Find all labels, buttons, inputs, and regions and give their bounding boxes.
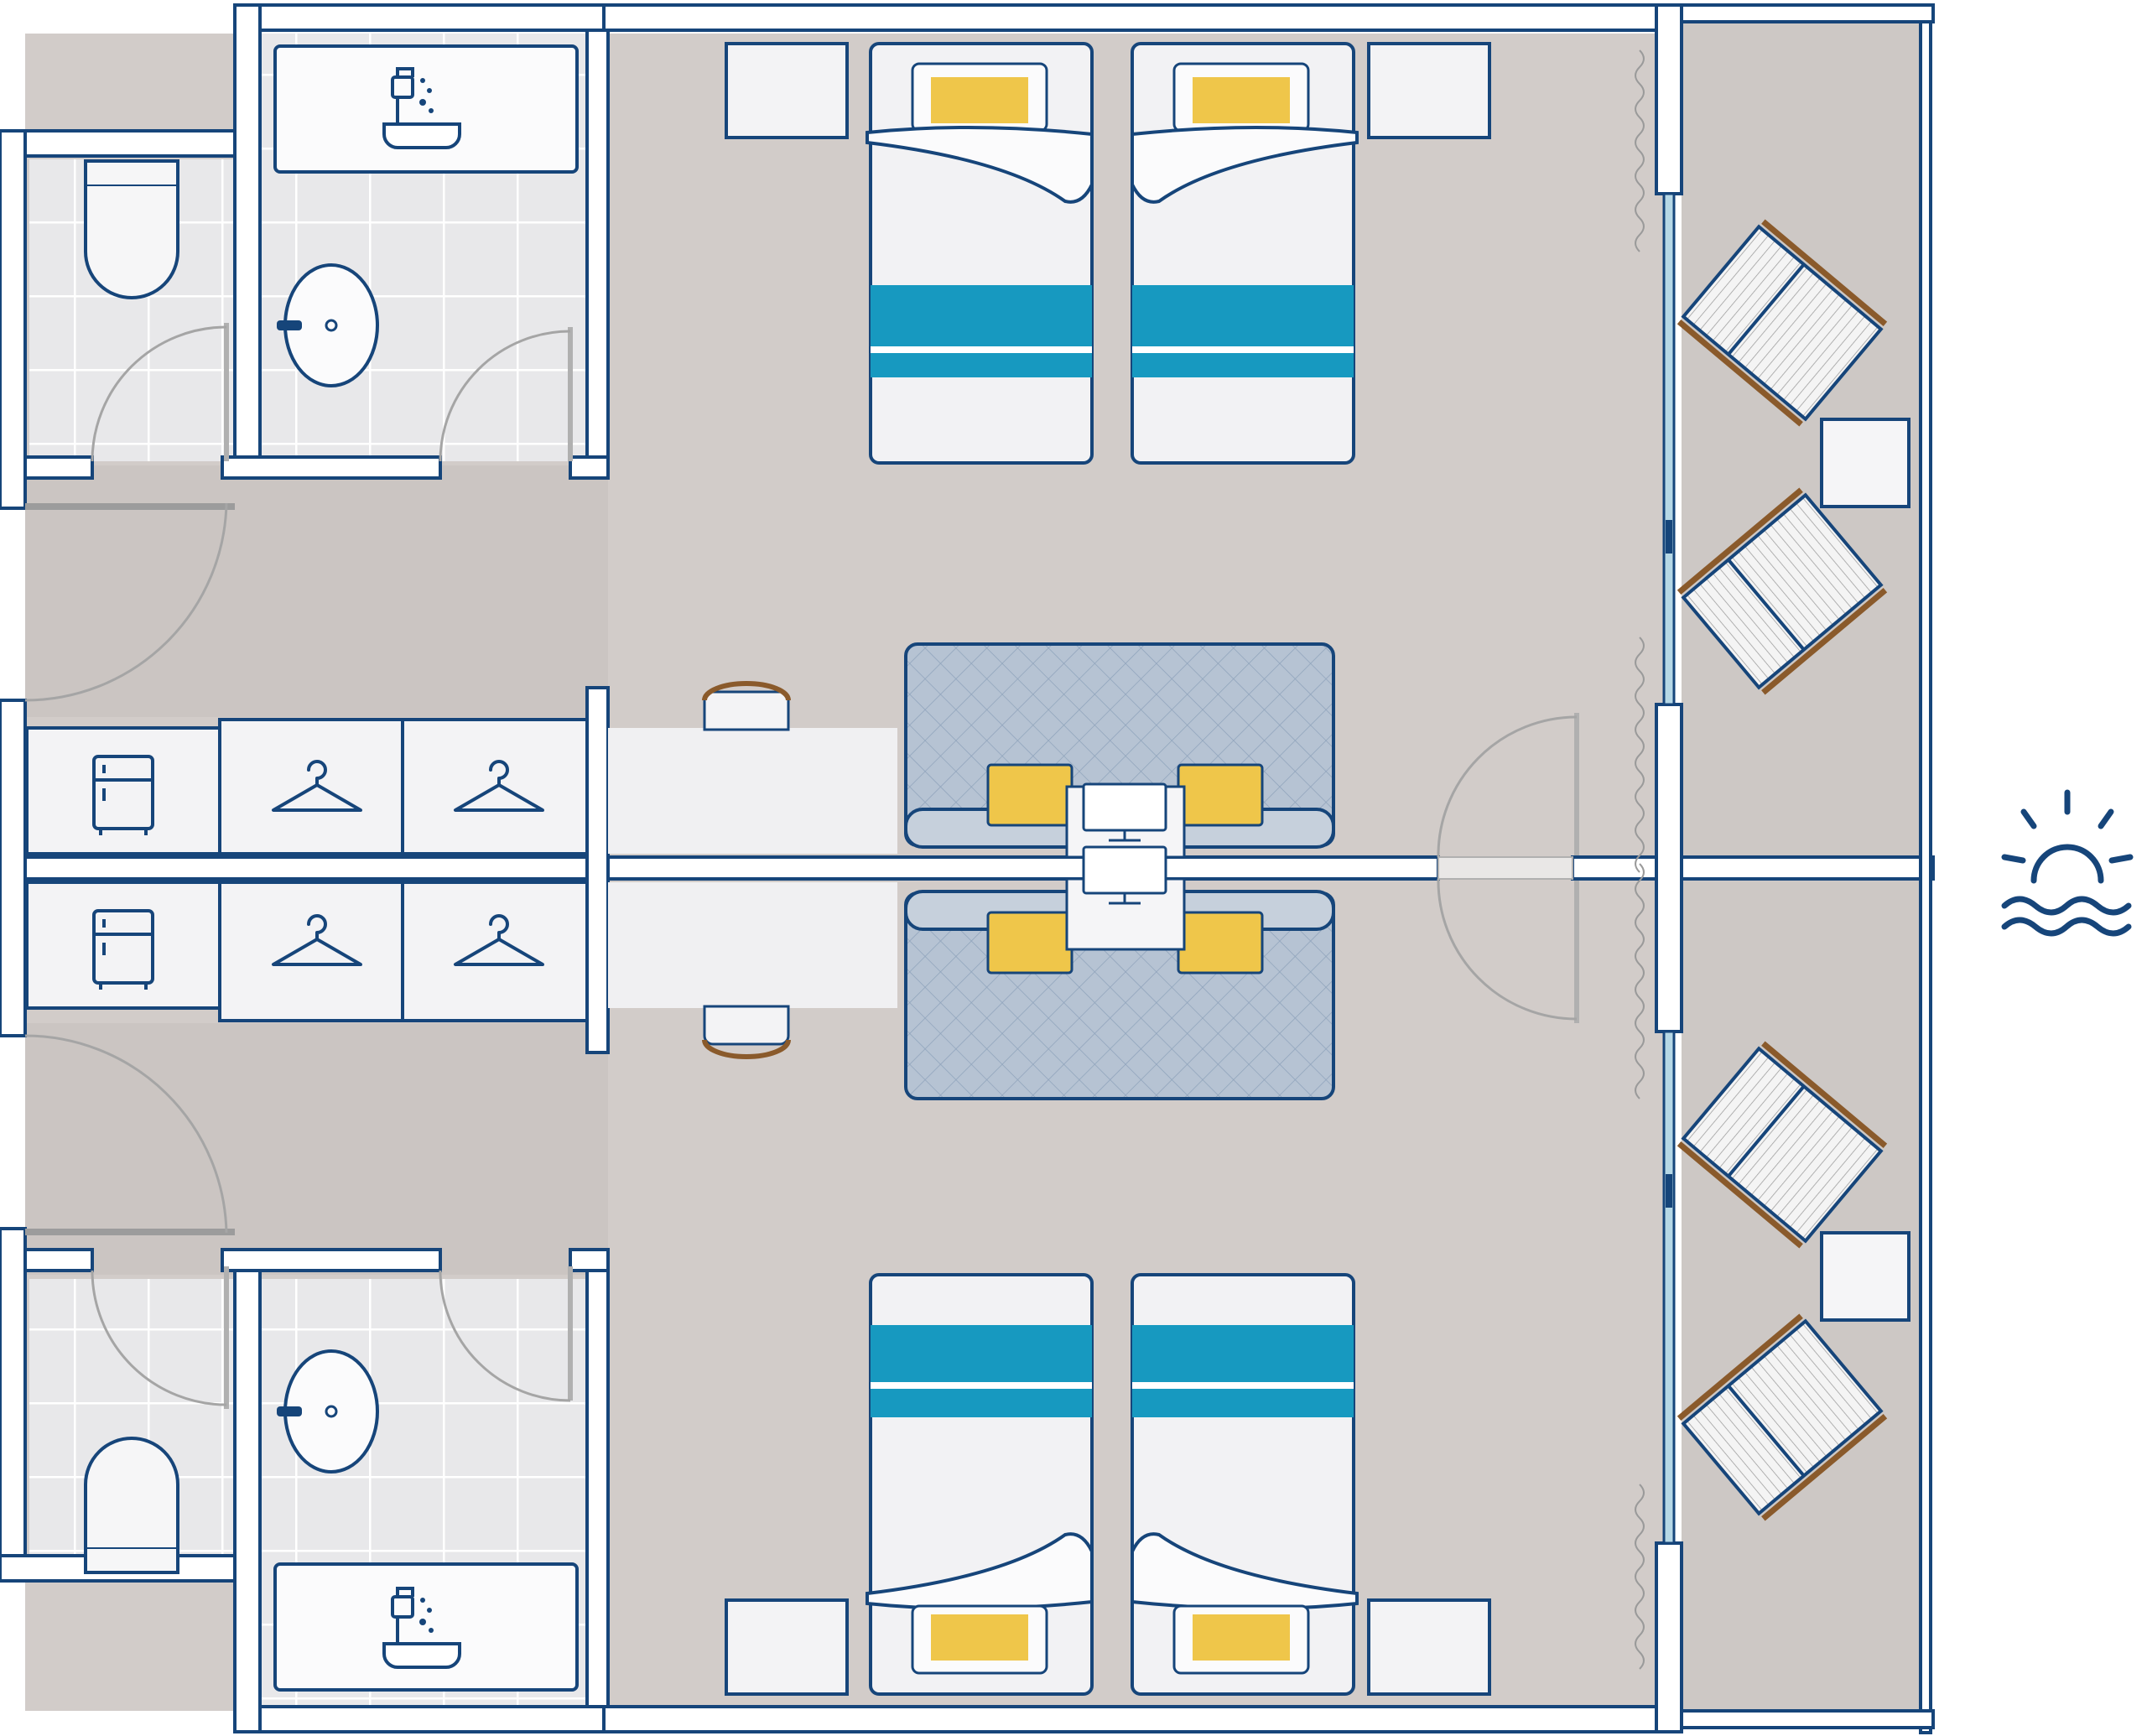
toilet-icon xyxy=(84,1437,179,1574)
desk-top xyxy=(608,882,897,1008)
bed xyxy=(866,42,1094,465)
minibar-cabinet xyxy=(25,881,221,1010)
hanger-icon xyxy=(454,914,544,966)
cushion xyxy=(1177,911,1264,975)
cushion xyxy=(986,763,1074,827)
deck-chair-icon xyxy=(1677,219,1888,427)
desk-monitor-icon xyxy=(1082,845,1167,905)
wardrobe xyxy=(218,881,404,1022)
nightstand xyxy=(1367,42,1491,139)
hanger-icon xyxy=(272,914,362,966)
beds-lower xyxy=(725,1273,1491,1696)
nightstand xyxy=(725,1598,849,1696)
toilet-icon xyxy=(84,159,179,299)
cushion xyxy=(1177,763,1264,827)
balcony-table xyxy=(1820,418,1910,508)
bathroom-fixtures xyxy=(84,44,579,1692)
deck-chair-icon xyxy=(1677,487,1888,695)
storage-units xyxy=(25,718,897,1022)
hanger-icon xyxy=(454,760,544,812)
floor-layer xyxy=(25,17,1929,1711)
balcony-furniture xyxy=(1677,219,1910,1521)
doors xyxy=(24,323,1579,1409)
sea-view-sun-icon xyxy=(2001,789,2134,937)
bathtub-lower xyxy=(273,1562,579,1692)
minibar-cabinet xyxy=(25,726,221,855)
entry-corridor-lower xyxy=(25,1023,608,1275)
desk-monitor-icon xyxy=(1082,782,1167,842)
sink-icon xyxy=(277,263,379,387)
hanger-icon xyxy=(272,760,362,812)
balcony-table xyxy=(1820,1231,1910,1322)
nightstand xyxy=(1367,1598,1491,1696)
bed xyxy=(1131,1273,1359,1696)
balcony-glass-doors xyxy=(1662,192,1676,1545)
walls xyxy=(0,3,1935,1734)
desk-top xyxy=(608,728,897,854)
shower-bath-icon xyxy=(382,67,461,149)
curtains xyxy=(1635,49,1645,1670)
bed xyxy=(866,1273,1094,1696)
shower-bath-icon xyxy=(382,1587,461,1669)
wardrobe xyxy=(401,881,589,1022)
minibar-fridge-icon xyxy=(92,755,154,835)
bed xyxy=(1131,42,1359,465)
bathtub-upper xyxy=(273,44,579,174)
cushion xyxy=(986,911,1074,975)
deck-chair-icon xyxy=(1677,1041,1888,1249)
sink-icon xyxy=(277,1349,379,1474)
nightstand xyxy=(725,42,849,139)
beds-upper xyxy=(725,42,1491,465)
deck-chair-icon xyxy=(1677,1313,1888,1521)
minibar-fridge-icon xyxy=(92,909,154,990)
desk-chairs xyxy=(702,681,791,1059)
